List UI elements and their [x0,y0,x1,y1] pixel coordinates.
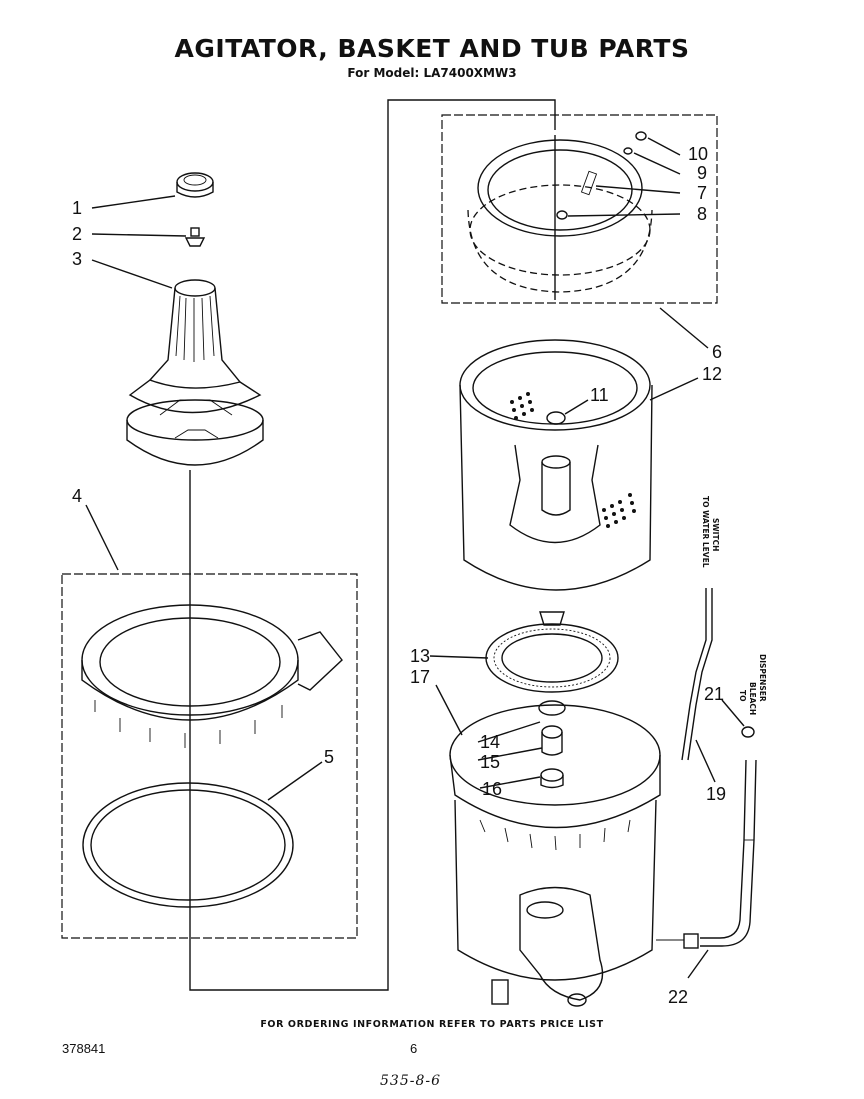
callout-16: 16 [482,779,502,799]
callout-21: 21 [704,684,724,704]
handwritten-note: 535-8-6 [380,1073,441,1089]
agitator-part-3 [126,279,264,466]
ordering-note: FOR ORDERING INFORMATION REFER TO PARTS … [260,1019,604,1030]
bleach-dispenser-label: TO BLEACH DISPENSER [738,654,767,715]
callout-11: 11 [590,385,609,405]
page-title: AGITATOR, BASKET AND TUB PARTS [174,34,690,63]
part-4-group-box [61,573,358,939]
agitator-cap-part-1 [176,172,214,198]
page-number: 6 [410,1041,418,1056]
document-number: 378841 [62,1041,106,1056]
callout-5: 5 [324,747,334,767]
svg-text:DISPENSER: DISPENSER [758,654,767,702]
hose-assembly-part-22 [656,759,757,949]
callout-7: 7 [697,183,707,203]
callout-6: 6 [712,342,722,362]
callout-12: 12 [702,364,722,384]
basket-part-12 [459,339,653,591]
callout-19: 19 [706,784,726,804]
callout-labels: 1 2 3 4 5 6 7 8 9 10 11 12 13 14 15 16 1… [72,144,726,1007]
callout-17: 17 [410,667,430,687]
hose-part-19 [681,588,713,761]
tub-part-17 [449,704,661,1007]
tub-seal-part-5 [82,782,294,908]
callout-8: 8 [697,204,707,224]
callout-15: 15 [480,752,500,772]
callout-9: 9 [697,163,707,183]
callout-22: 22 [668,987,688,1007]
clamp-part-21 [741,726,755,738]
model-subtitle: For Model: LA7400XMW3 [347,66,517,80]
callout-3: 3 [72,249,82,269]
callout-14: 14 [480,732,500,752]
tub-ring-part-4 [81,604,343,748]
water-level-switch-label: TO WATER LEVEL SWITCH [701,496,720,568]
callout-13: 13 [410,646,430,666]
tub-cover-part-6 [467,131,653,300]
callout-10: 10 [688,144,708,164]
callout-2: 2 [72,224,82,244]
connector-line [189,99,556,991]
part-6-group-box [441,114,718,304]
drive-block-part-13 [485,611,619,693]
parts-14-16 [538,700,566,789]
svg-text:BLEACH: BLEACH [748,682,757,715]
svg-text:TO WATER LEVEL: TO WATER LEVEL [701,496,710,568]
svg-text:TO: TO [738,690,747,702]
svg-text:SWITCH: SWITCH [711,518,720,551]
callout-4: 4 [72,486,82,506]
agitator-bolt-part-2 [184,227,206,247]
leader-lines [85,137,745,979]
callout-1: 1 [72,198,82,218]
